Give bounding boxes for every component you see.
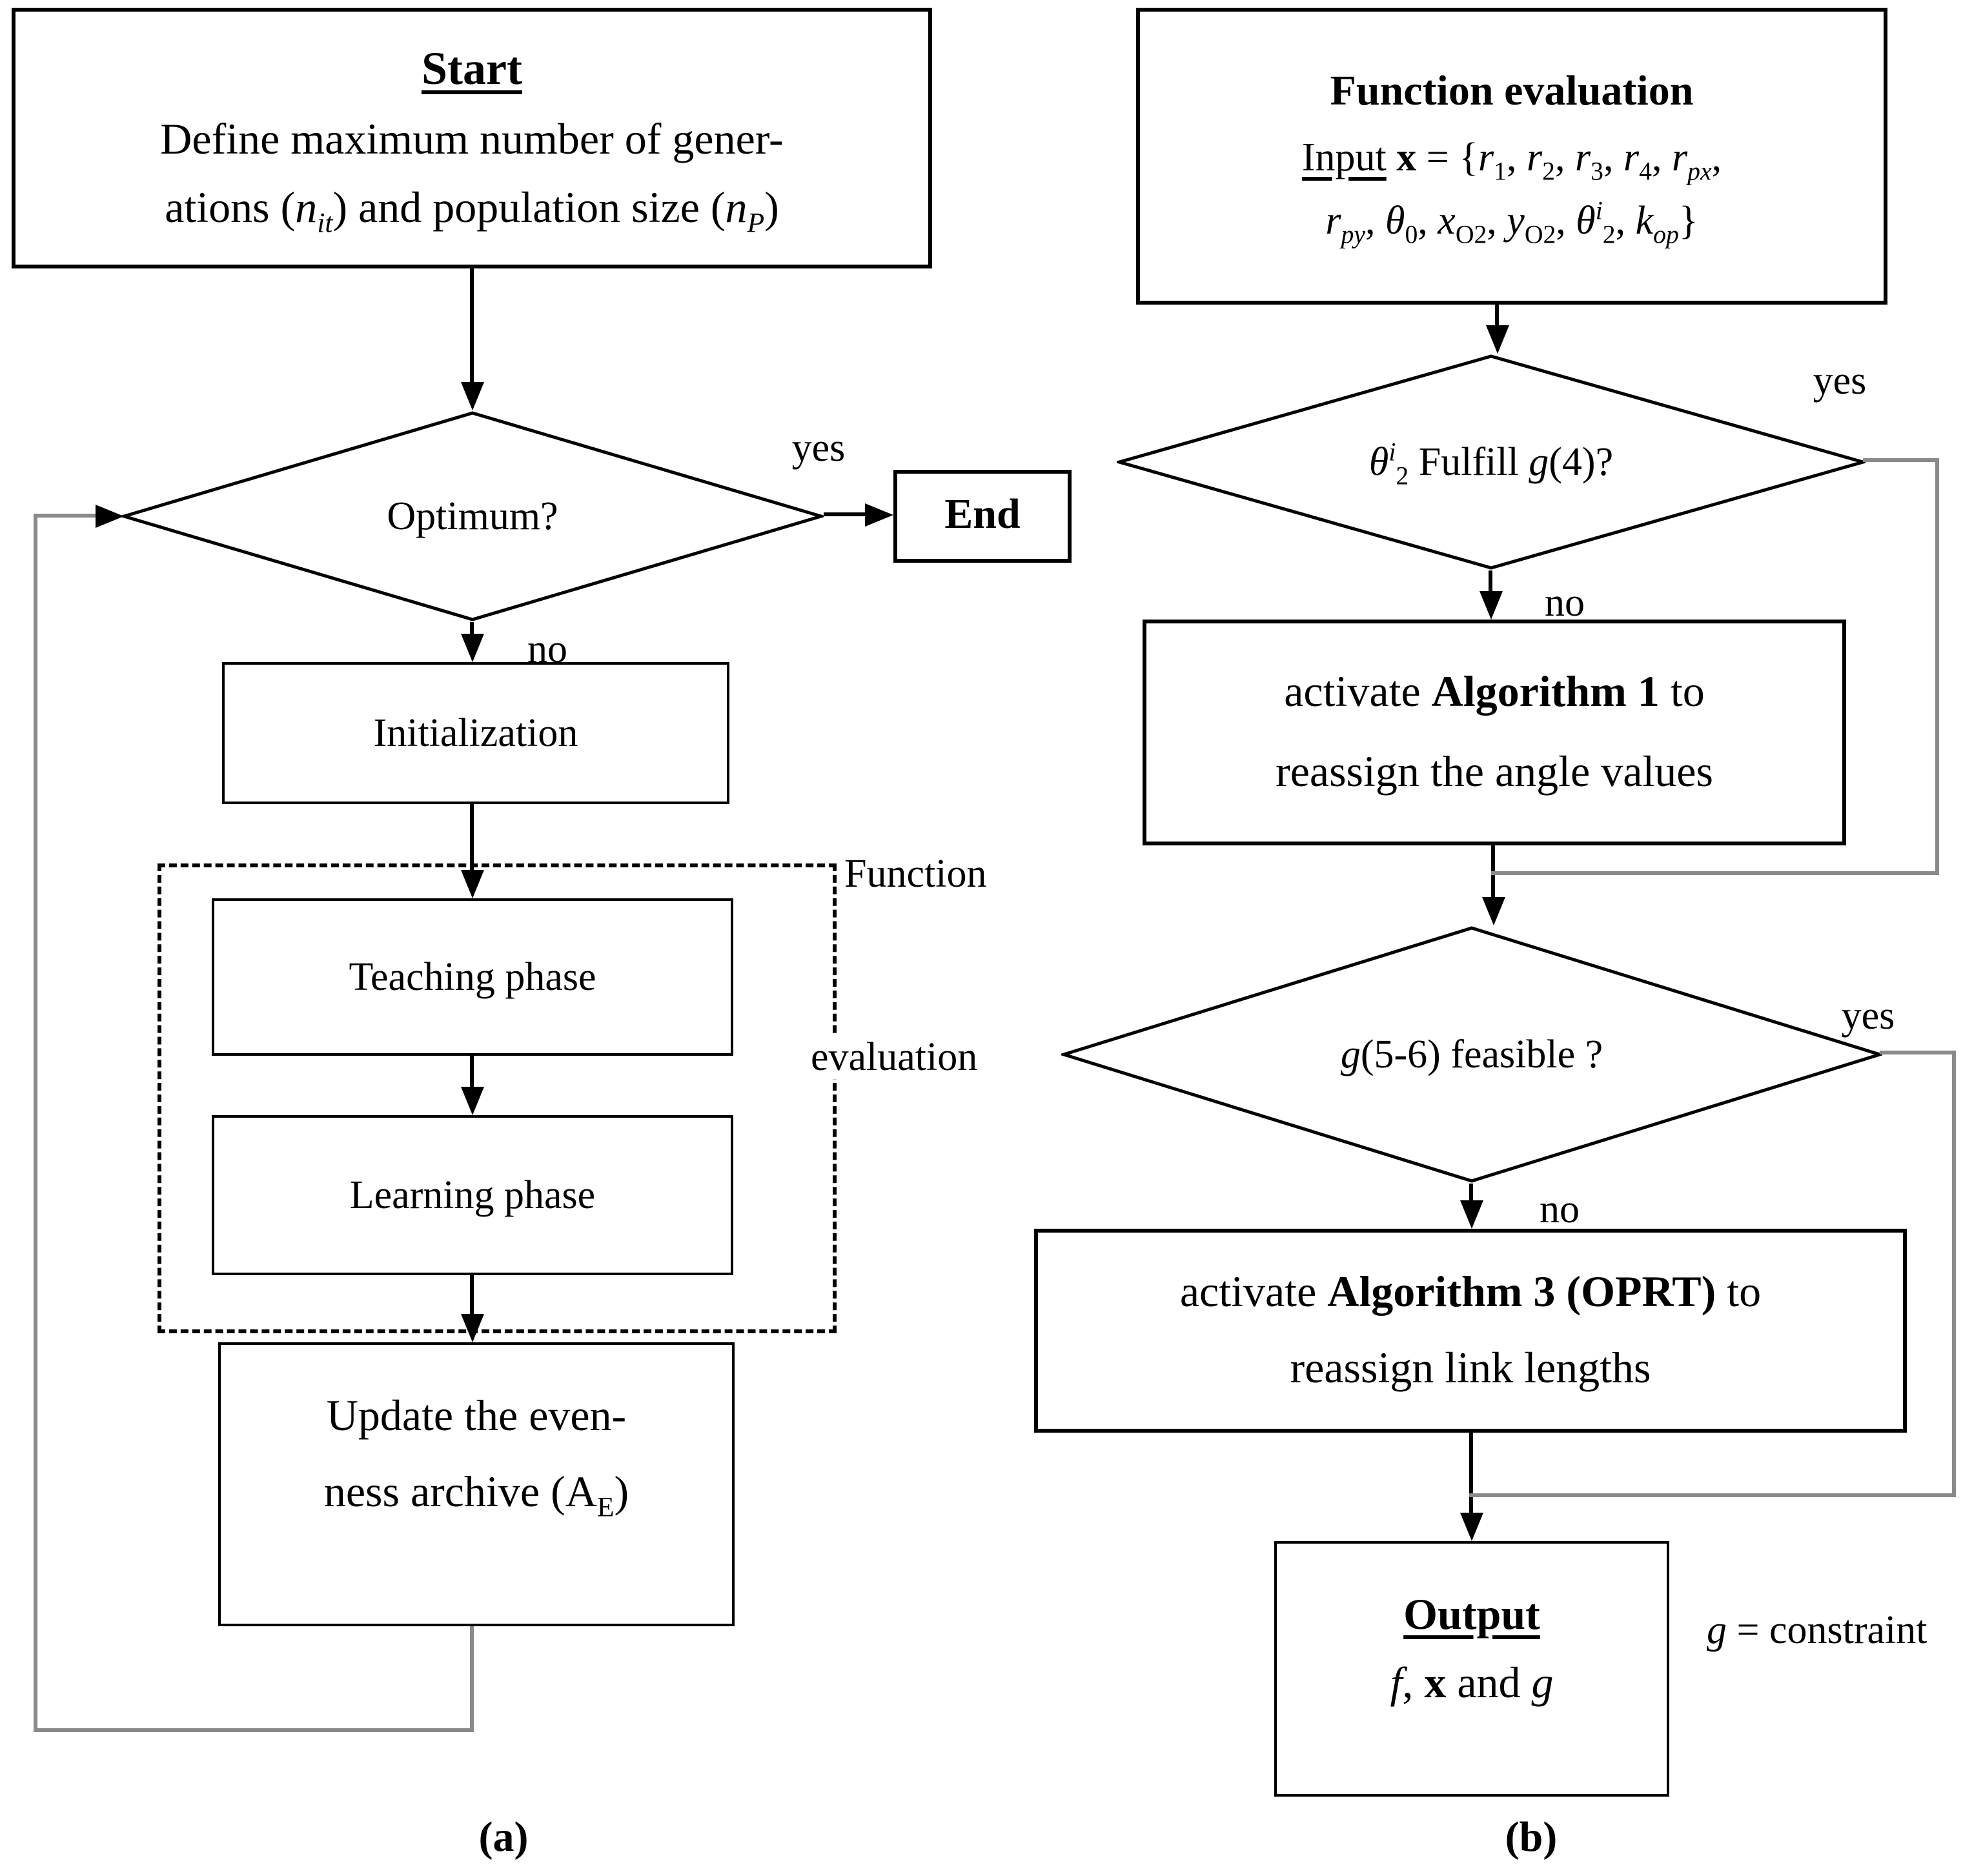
arrow-teaching-to-learning-stem (470, 1056, 474, 1091)
arrow-merge1-stem (1491, 875, 1495, 898)
fulfill-g4-diamond: θi2 Fulfill g(4)? (1117, 354, 1866, 570)
output-box-title: Output (1403, 1591, 1540, 1639)
algorithm3-box: activate Algorithm 3 (OPRT) to reassign … (1034, 1229, 1907, 1433)
arrow-fe-to-fulfill-stem (1495, 305, 1499, 330)
end-box-label: End (944, 492, 1021, 539)
loop-connector-entry (34, 514, 101, 518)
arrow-learning-to-update-stem (470, 1275, 474, 1318)
function-eval-group-label-line1: Function (844, 851, 987, 896)
arrowhead-down-icon (1480, 591, 1503, 620)
arrowhead-down-icon (461, 1087, 484, 1115)
function-evaluation-dashed-group (158, 863, 837, 1333)
arrowhead-down-icon (461, 1314, 484, 1342)
arrowhead-right-icon (96, 505, 124, 528)
fulfill-g4-diamond-shape (1117, 354, 1866, 570)
start-box: Start Define maximum number of gener- at… (12, 8, 932, 268)
yes-label-b1: yes (1813, 358, 1867, 403)
alg3-out-stem (1469, 1433, 1473, 1497)
start-box-title: Start (422, 43, 522, 95)
loop-connector-left (34, 516, 37, 1732)
caption-a: (a) (478, 1815, 529, 1861)
arrowhead-down-icon (461, 634, 484, 662)
algorithm1-line2: reassign the angle values (1276, 748, 1713, 796)
algorithm3-line1: activate Algorithm 3 (OPRT) to (1179, 1268, 1762, 1316)
arrowhead-down-icon (1460, 1200, 1483, 1229)
constraint-note: g = constraint (1707, 1607, 1927, 1652)
bypass1-horizontal (1863, 458, 1939, 462)
no-label-b1: no (1545, 580, 1585, 625)
update-box-line1: Update the even- (326, 1393, 627, 1440)
feasible-g56-diamond: g(5-6) feasible ? (1061, 925, 1882, 1184)
learning-phase-label: Learning phase (349, 1172, 596, 1218)
input-line2: rpy, θ0, xO2, yO2, θi2, kop} (1325, 197, 1698, 250)
yes-label-a: yes (791, 425, 846, 470)
arrowhead-down-icon (1486, 325, 1509, 354)
no-label-b2: no (1540, 1186, 1580, 1231)
update-box-line2: ness archive (AE) (323, 1469, 629, 1523)
input-line1: Input x = {r1, r2, r3, r4, rpx, (1301, 134, 1722, 187)
fulfill-g4-diamond-label: θi2 Fulfill g(4)? (1368, 438, 1614, 491)
merge1-horizontal (1491, 871, 1939, 875)
algorithm3-line2: reassign link lengths (1290, 1345, 1651, 1393)
algorithm1-line1: activate Algorithm 1 to (1284, 669, 1705, 717)
learning-phase-box: Learning phase (212, 1115, 733, 1275)
optimum-diamond-shape (121, 411, 824, 621)
arrow-optimum-to-end-stem (824, 512, 870, 516)
arrow-start-to-optimum-stem (470, 268, 474, 385)
caption-b: (b) (1505, 1815, 1558, 1861)
arrow-merge2-stem (1469, 1497, 1473, 1515)
output-box: Output f, x and g (1274, 1541, 1669, 1797)
arrowhead-down-icon (461, 382, 484, 410)
function-evaluation-title: Function evaluation (1330, 68, 1694, 116)
function-eval-group-label-line2: evaluation (811, 1034, 1017, 1080)
arrow-fulfill-to-alg1-stem (1489, 570, 1492, 596)
optimum-diamond: Optimum? (121, 410, 824, 622)
loop-connector-bottom (34, 1728, 474, 1732)
end-box: End (893, 470, 1072, 563)
teaching-phase-box: Teaching phase (212, 898, 733, 1056)
yes-label-b2: yes (1841, 993, 1895, 1038)
initialization-box: Initialization (222, 662, 729, 804)
arrow-optimum-to-init-stem (470, 622, 474, 639)
optimum-diamond-label: Optimum? (387, 493, 558, 538)
arrowhead-down-icon (1460, 1513, 1483, 1541)
algorithm1-box: activate Algorithm 1 to reassign the ang… (1143, 620, 1846, 845)
bypass1-vertical (1935, 458, 1939, 875)
feasible-g56-diamond-label: g(5-6) feasible ? (1340, 1031, 1603, 1076)
loop-connector-down (470, 1626, 474, 1732)
bypass2-horizontal (1880, 1051, 1956, 1054)
feasible-g56-diamond-shape (1061, 926, 1882, 1183)
teaching-phase-label: Teaching phase (349, 954, 596, 1000)
update-evenness-archive-box: Update the even- ness archive (AE) (218, 1342, 735, 1626)
bypass2-vertical (1952, 1051, 1956, 1497)
function-evaluation-box: Function evaluation Input x = {r1, r2, r… (1136, 8, 1887, 305)
start-box-line2: ations (nit) and population size (nP) (165, 184, 779, 238)
arrowhead-down-icon (461, 870, 484, 898)
alg1-out-stem (1491, 845, 1495, 875)
arrowhead-down-icon (1482, 897, 1505, 925)
merge2-horizontal (1469, 1493, 1956, 1497)
arrow-feasible-to-alg3-stem (1469, 1184, 1473, 1207)
initialization-box-label: Initialization (373, 710, 578, 756)
arrowhead-right-icon (865, 503, 893, 527)
arrow-init-to-teaching-stem (470, 804, 474, 872)
start-box-line1: Define maximum number of gener- (160, 116, 784, 164)
output-box-line: f, x and g (1390, 1660, 1554, 1708)
